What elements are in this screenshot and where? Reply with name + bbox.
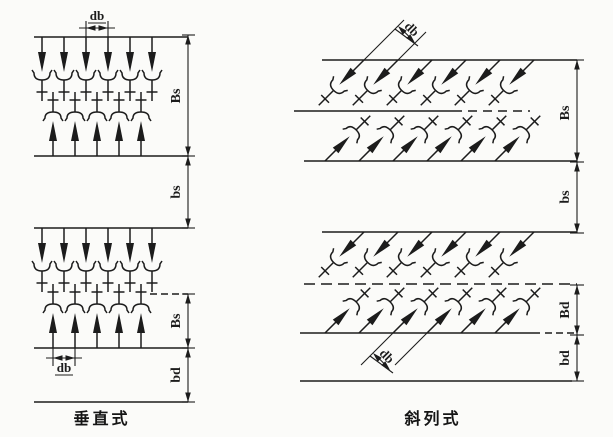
left-Bs-upper-label: Bs (169, 88, 184, 103)
left-db-top-dimension: db (79, 8, 115, 37)
right-caption: 斜列式 (403, 409, 461, 428)
left-diagram-vertical-layout: db db (31, 8, 195, 428)
right-bs-label: bs (558, 190, 573, 204)
left-bd-label: bd (169, 367, 184, 383)
left-db-bottom-dimension: db (46, 348, 82, 376)
left-db-bottom-label: db (57, 360, 71, 375)
right-bd-label: bd (558, 350, 573, 366)
right-Bs-label: Bs (558, 105, 573, 120)
left-Bs-lower-label: Bs (169, 313, 184, 328)
right-db-top-underline (400, 27, 414, 41)
left-caption: 垂直式 (73, 409, 130, 428)
left-dimension-chain: Bs bs Bs bd (169, 34, 195, 403)
left-db-top-label: db (90, 8, 104, 23)
right-lower-unit-sprinklers (310, 224, 549, 341)
left-upper-unit-sprinklers (31, 36, 163, 157)
right-db-bottom-dimension: db (360, 332, 428, 374)
left-bs-label: bs (169, 185, 184, 199)
right-Bd-label: Bd (558, 301, 573, 318)
right-db-top-dimension: db (363, 19, 427, 61)
right-dimension-chain: Bs bs Bd bd (558, 59, 584, 382)
left-lower-unit-sprinklers (31, 227, 163, 349)
right-diagram-oblique-layout: db db (294, 19, 584, 428)
right-db-bottom-underline (375, 354, 389, 368)
